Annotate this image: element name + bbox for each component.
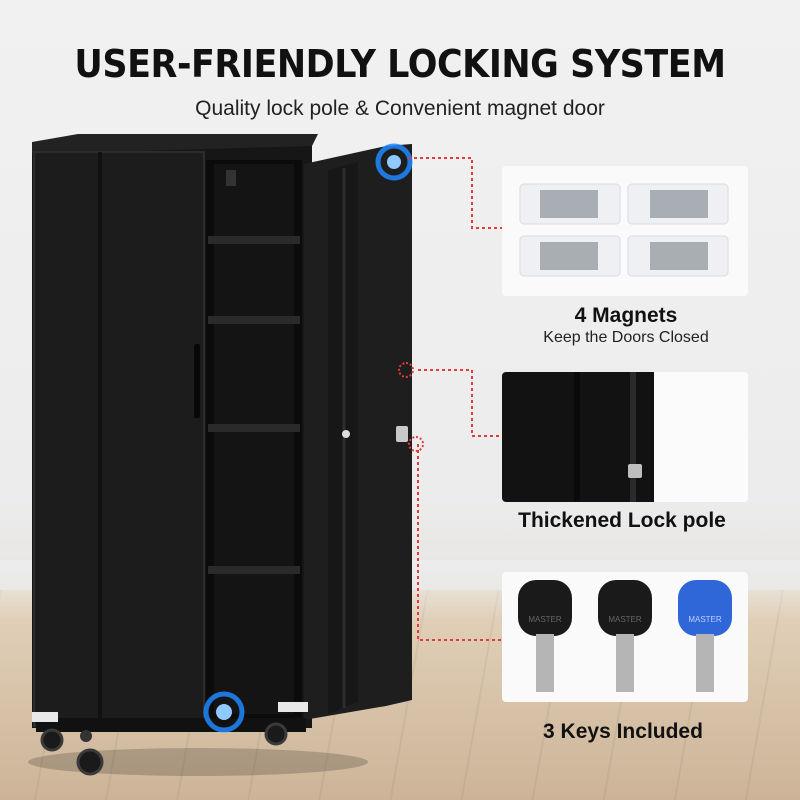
lock-pole-image (502, 372, 748, 502)
storage-cabinet-image (28, 134, 413, 776)
lock-marker (408, 436, 424, 452)
magnets-icon (519, 183, 729, 277)
magnets-title: 4 Magnets (574, 304, 678, 327)
keys-title: 3 Keys Included (543, 720, 703, 743)
key-brand-text: MASTER (528, 615, 562, 624)
magnets-subtitle: Keep the Doors Closed (543, 329, 709, 346)
page-title: USER-FRIENDLY LOCKING SYSTEM (74, 42, 726, 86)
lock-pole-title: Thickened Lock pole (518, 509, 726, 532)
key-brand-text: MASTER (608, 615, 642, 624)
page-subtitle: Quality lock pole & Convenient magnet do… (195, 97, 605, 120)
lock-pole-icon (502, 372, 748, 502)
magnet-marker (398, 362, 414, 378)
magnets-image (502, 166, 748, 296)
keys-image: MASTER MASTER MASTER (502, 572, 748, 702)
key-brand-text: MASTER (688, 615, 722, 624)
keys-icon: MASTER MASTER MASTER (518, 580, 732, 692)
